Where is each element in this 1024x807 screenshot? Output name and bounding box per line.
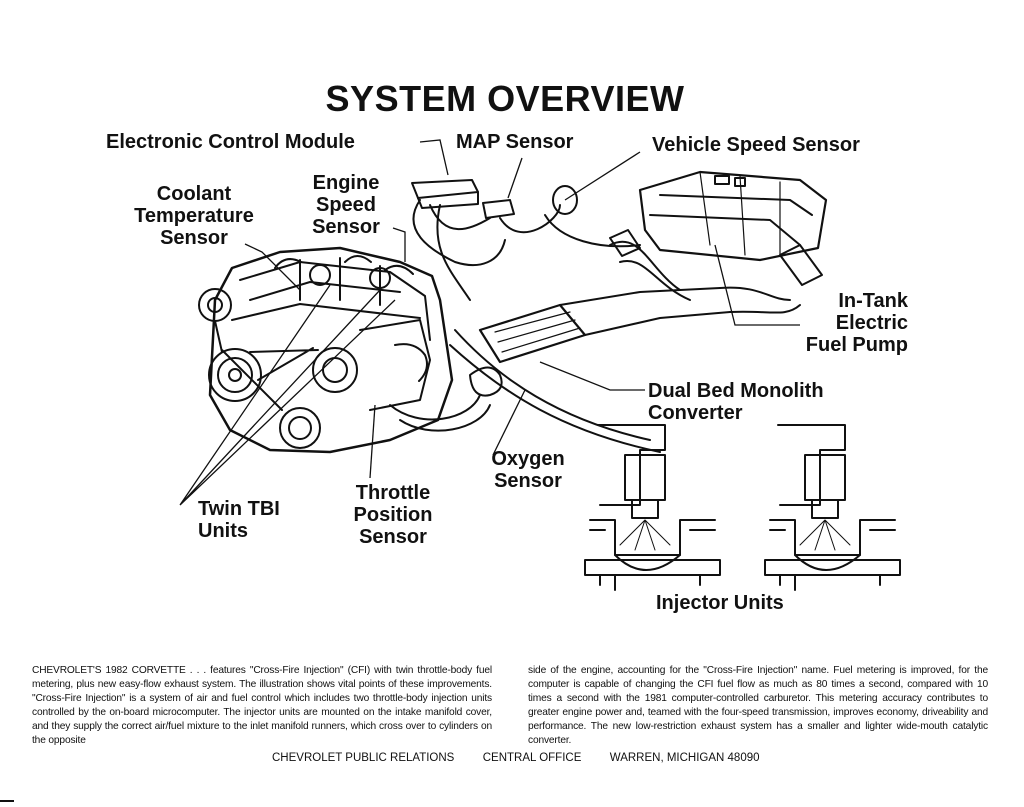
injector-unit-left bbox=[584, 424, 721, 591]
footer-org: CHEVROLET PUBLIC RELATIONS bbox=[272, 752, 455, 764]
injector-units-label: Injector Units bbox=[656, 592, 784, 614]
coolant-temperature-sensor-label: Coolant Temperature Sensor bbox=[134, 183, 254, 249]
footer: CHEVROLET PUBLIC RELATIONS CENTRAL OFFIC… bbox=[272, 752, 760, 764]
footer-address: WARREN, MICHIGAN 48090 bbox=[609, 752, 760, 764]
engine-illustration bbox=[198, 179, 641, 454]
body-text-right: side of the engine, accounting for the "… bbox=[528, 665, 988, 746]
ecm-label: Electronic Control Module bbox=[106, 131, 355, 153]
fuel-pump-label: In-Tank Electric Fuel Pump bbox=[805, 290, 908, 356]
map-sensor-label: MAP Sensor bbox=[456, 131, 574, 153]
oxygen-sensor-label: Oxygen Sensor bbox=[491, 448, 565, 492]
exhaust-illustration bbox=[449, 229, 823, 453]
converter-label: Dual Bed Monolith Converter bbox=[648, 380, 824, 424]
throttle-position-sensor-label: Throttle Position Sensor bbox=[353, 482, 433, 548]
system-diagram bbox=[179, 139, 901, 591]
footer-office: CENTRAL OFFICE bbox=[482, 752, 582, 764]
page-edge-mark bbox=[0, 800, 14, 802]
body-text-left: CHEVROLET'S 1982 CORVETTE . . . features… bbox=[32, 665, 492, 746]
leader-lines bbox=[179, 139, 800, 506]
injector-unit-right bbox=[764, 424, 901, 591]
vehicle-speed-sensor-label: Vehicle Speed Sensor bbox=[652, 134, 860, 156]
engine-speed-sensor-label: Engine Speed Sensor bbox=[312, 172, 380, 238]
fuel-tank-illustration bbox=[638, 170, 828, 262]
page-title: SYSTEM OVERVIEW bbox=[325, 78, 685, 119]
twin-tbi-units-label: Twin TBI Units bbox=[198, 498, 280, 542]
